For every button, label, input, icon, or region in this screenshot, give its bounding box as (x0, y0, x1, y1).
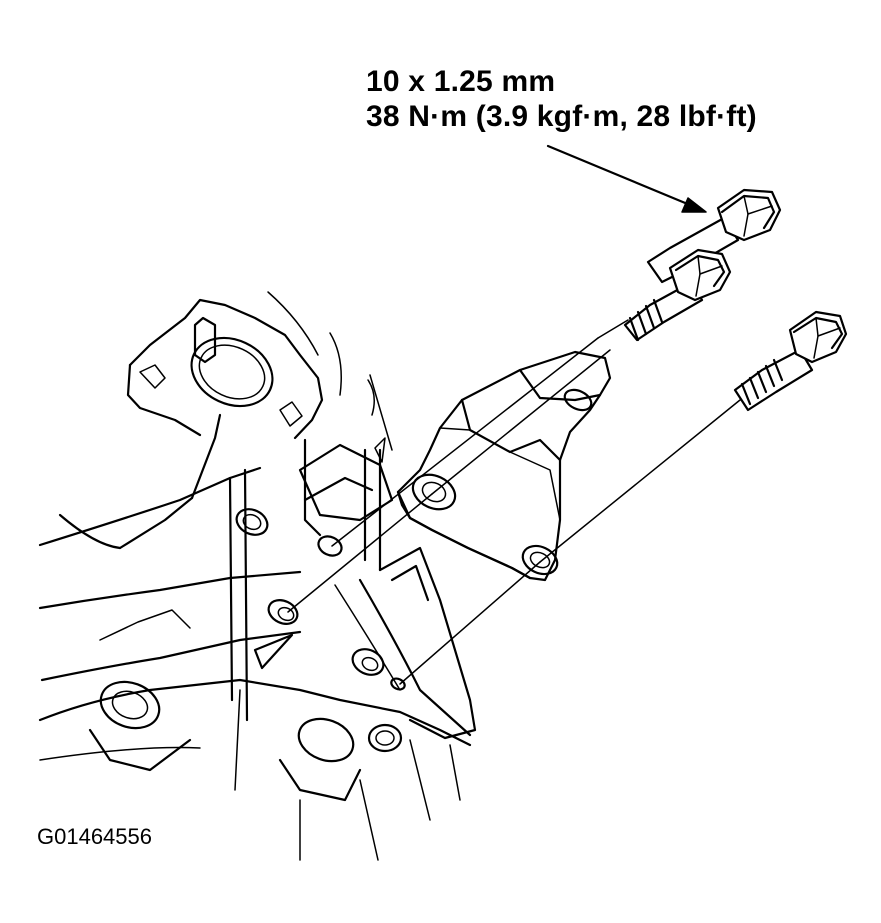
hex-flange-bolt-icon (623, 248, 732, 342)
alignment-lines (287, 319, 741, 685)
bolt-size-label: 10 x 1.25 mm (366, 65, 556, 98)
mounting-bracket-icon (396, 350, 612, 582)
engine-block-icon (38, 291, 477, 861)
hex-flange-bolt-icon (646, 188, 782, 284)
hex-flange-bolt-icon (733, 310, 848, 412)
callout-leader-arrow (546, 144, 707, 213)
figure-code-label: G01464556 (37, 824, 152, 849)
torque-spec-label: 38 N·m (3.9 kgf·m, 28 lbf·ft) (366, 100, 757, 133)
